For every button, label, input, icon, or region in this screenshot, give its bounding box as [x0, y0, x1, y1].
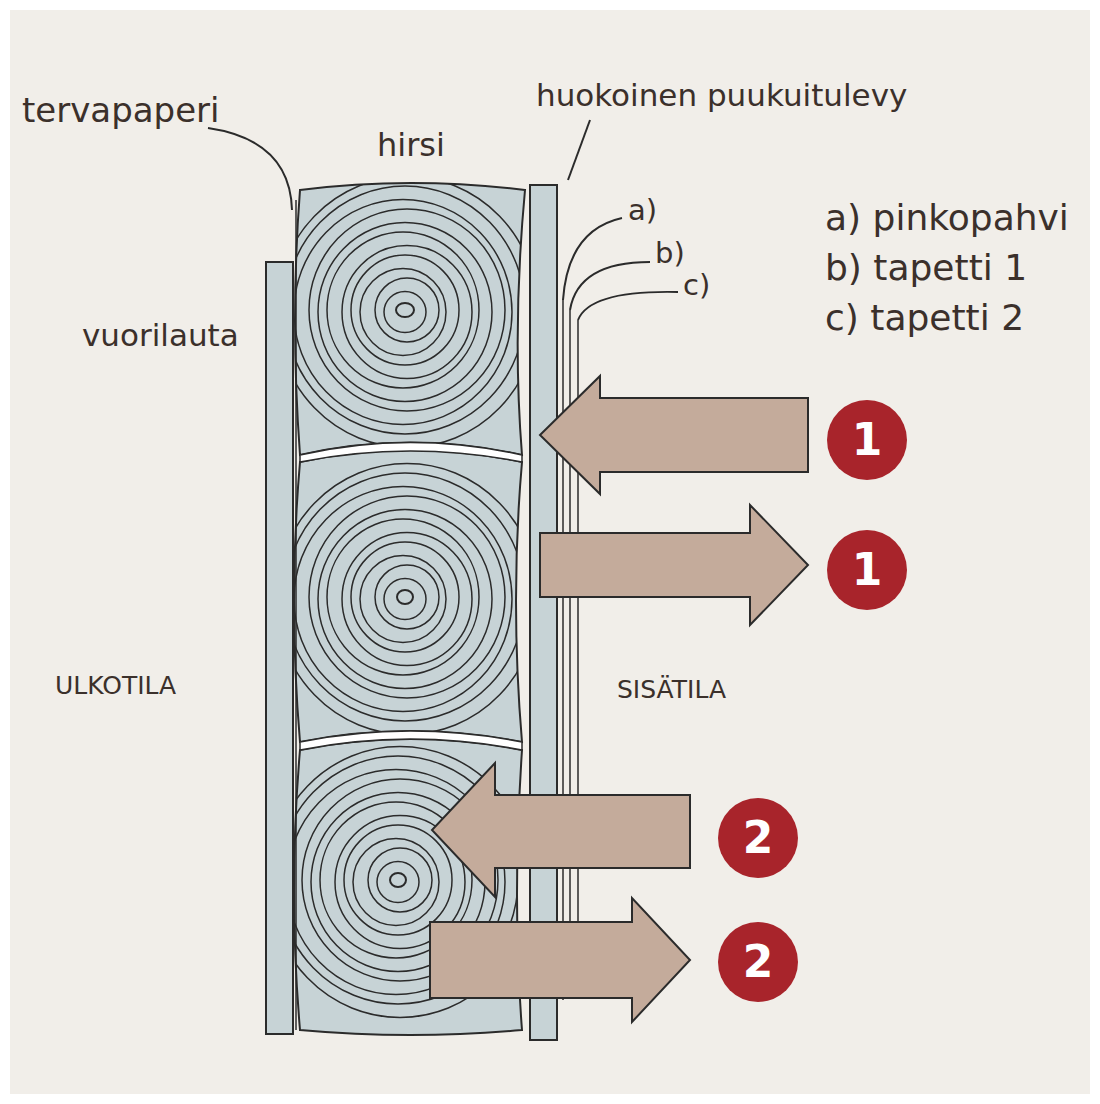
zone-name: SISÄTILA	[617, 676, 726, 704]
callout-number-text: 1	[852, 418, 883, 462]
tree-ring	[342, 246, 472, 379]
callout-number-text: 1	[852, 548, 883, 592]
tree-ring	[276, 464, 538, 735]
legend-text: c) tapetti 2	[825, 298, 1024, 338]
tree-ring	[309, 209, 505, 411]
callout-number: 2	[718, 922, 798, 1002]
tree-ring	[276, 177, 538, 448]
callout-number: 1	[827, 530, 907, 610]
tree-ring	[377, 862, 419, 903]
tree-ring	[327, 232, 479, 388]
part-name: tervapaperi	[22, 92, 220, 129]
tree-ring	[344, 825, 452, 935]
part-name: hirsi	[377, 128, 445, 163]
tree-ring	[318, 510, 492, 689]
tree-ring	[342, 533, 472, 666]
log-stack	[269, 177, 538, 1036]
tree-ring	[353, 839, 439, 926]
callout-letter: a)	[628, 195, 657, 227]
tree-ring	[351, 542, 459, 652]
tree-ring	[368, 848, 432, 912]
callout-letter: c)	[683, 270, 710, 302]
tree-ring	[318, 223, 492, 402]
tree-ring	[327, 519, 479, 675]
tree-ring	[384, 579, 426, 620]
callout-number-text: 2	[743, 816, 774, 860]
tree-ring	[351, 255, 459, 365]
moisture-arrows	[430, 376, 808, 1022]
legend-text: b) tapetti 1	[825, 248, 1027, 288]
cladding-board	[266, 262, 293, 1034]
legend-text: a) pinkopahvi	[825, 198, 1069, 238]
part-name: vuorilauta	[82, 318, 239, 352]
tree-ring	[285, 186, 525, 434]
tree-ring	[375, 278, 439, 342]
tree-ring	[360, 556, 446, 643]
callout-number: 2	[718, 798, 798, 878]
tree-ring	[384, 292, 426, 333]
part-name: huokoinen puukuitulevy	[536, 78, 907, 112]
fibreboard	[530, 185, 557, 1040]
callout-number: 1	[827, 400, 907, 480]
tree-ring	[375, 565, 439, 629]
tree-ring	[309, 496, 505, 698]
callout-number-text: 2	[743, 940, 774, 984]
tree-ring	[294, 200, 512, 425]
tree-ring	[360, 269, 446, 356]
tree-ring	[285, 473, 525, 721]
zone-name: ULKOTILA	[55, 672, 176, 700]
leader-lines	[208, 120, 678, 320]
tree-ring	[294, 487, 512, 712]
callout-letter: b)	[655, 238, 685, 270]
